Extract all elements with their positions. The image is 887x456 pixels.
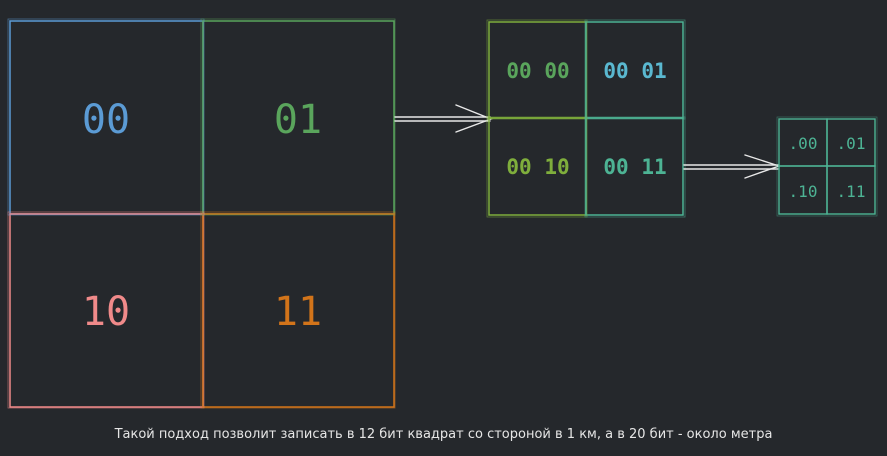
level2-cell-10-sketch xyxy=(486,116,588,218)
level3-label-01: .01 xyxy=(837,134,866,153)
caption-text: Такой подход позволит записать в 12 бит … xyxy=(114,427,773,442)
level1-label-01: 01 xyxy=(274,97,322,143)
level1-cell-00-sketch xyxy=(7,18,205,216)
level1-cell-11 xyxy=(202,213,395,408)
arrow-2 xyxy=(683,154,782,179)
level2-cell-01-sketch xyxy=(584,19,686,120)
arrow-1 xyxy=(394,104,493,133)
level3-grid: .00 .01 .10 .11 xyxy=(776,116,878,217)
level3-label-10: .10 xyxy=(789,182,818,201)
level1-label-11: 11 xyxy=(274,289,322,335)
level2-label-10: 00 10 xyxy=(506,155,569,179)
level3-cell-11 xyxy=(826,165,876,215)
level3-label-00: .00 xyxy=(789,134,818,153)
level1-label-10: 10 xyxy=(82,289,130,335)
level1-grid: 00 01 10 11 xyxy=(7,18,396,409)
level2-cell-11-sketch xyxy=(584,116,686,218)
level1-label-00: 00 xyxy=(82,97,130,143)
level3-grid-sketch xyxy=(776,116,878,217)
level2-label-01: 00 01 xyxy=(603,59,666,83)
level1-cell-11-sketch xyxy=(200,211,396,409)
level2-cell-00-sketch xyxy=(486,19,588,120)
level2-label-00: 00 00 xyxy=(506,59,569,83)
level2-grid: 00 00 00 01 00 10 00 11 xyxy=(486,19,686,218)
level1-cell-10-sketch xyxy=(7,211,205,409)
level2-cell-11 xyxy=(585,117,684,216)
level3-label-11: .11 xyxy=(837,182,866,201)
level2-label-11: 00 11 xyxy=(603,155,666,179)
